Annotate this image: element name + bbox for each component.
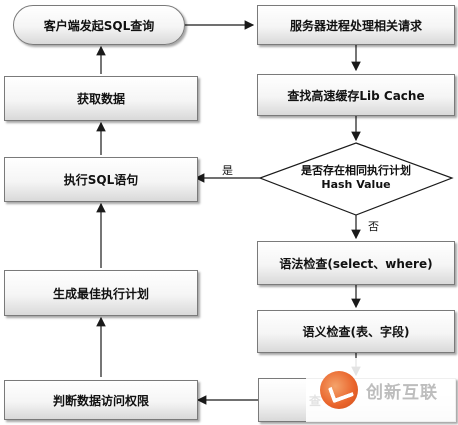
edge-label-no: 否 [368,220,379,233]
edge-label-yes: 是 [222,164,233,177]
node-best-plan: 生成最佳执行计划 [4,270,198,316]
node-access-rights-label: 判断数据访问权限 [52,393,149,408]
decision-label-line2: Hash Value [321,178,391,191]
node-lib-cache: 查找高速缓存Lib Cache [257,74,455,116]
node-semantic-check-label: 语义检查(表、字段) [302,325,410,339]
node-fetch-data: 获取数据 [4,76,198,121]
node-syntax-check: 语法检查(select、where) [257,241,455,285]
watermark-text: 创新互联 [366,382,438,403]
node-client-query-label: 客户端发起SQL查询 [43,18,155,33]
node-execute-sql-label: 执行SQL语句 [63,173,139,187]
node-fetch-data-label: 获取数据 [76,92,125,106]
node-syntax-check-label: 语法检查(select、where) [279,256,433,271]
node-best-plan-label: 生成最佳执行计划 [52,286,149,301]
decision-label: 是否存在相同执行计划 Hash Value [276,164,436,192]
decision-label-line1: 是否存在相同执行计划 [301,164,411,177]
node-semantic-check: 语义检查(表、字段) [257,310,455,353]
node-lib-cache-label: 查找高速缓存Lib Cache [287,88,425,103]
node-access-rights: 判断数据访问权限 [4,380,198,420]
watermark: 创新互联 [306,358,456,422]
node-client-query: 客户端发起SQL查询 [13,5,185,45]
node-execute-sql: 执行SQL语句 [4,157,198,202]
node-server-process-label: 服务器进程处理相关请求 [289,18,422,33]
watermark-logo-icon [320,371,358,409]
node-server-process: 服务器进程处理相关请求 [257,5,455,45]
